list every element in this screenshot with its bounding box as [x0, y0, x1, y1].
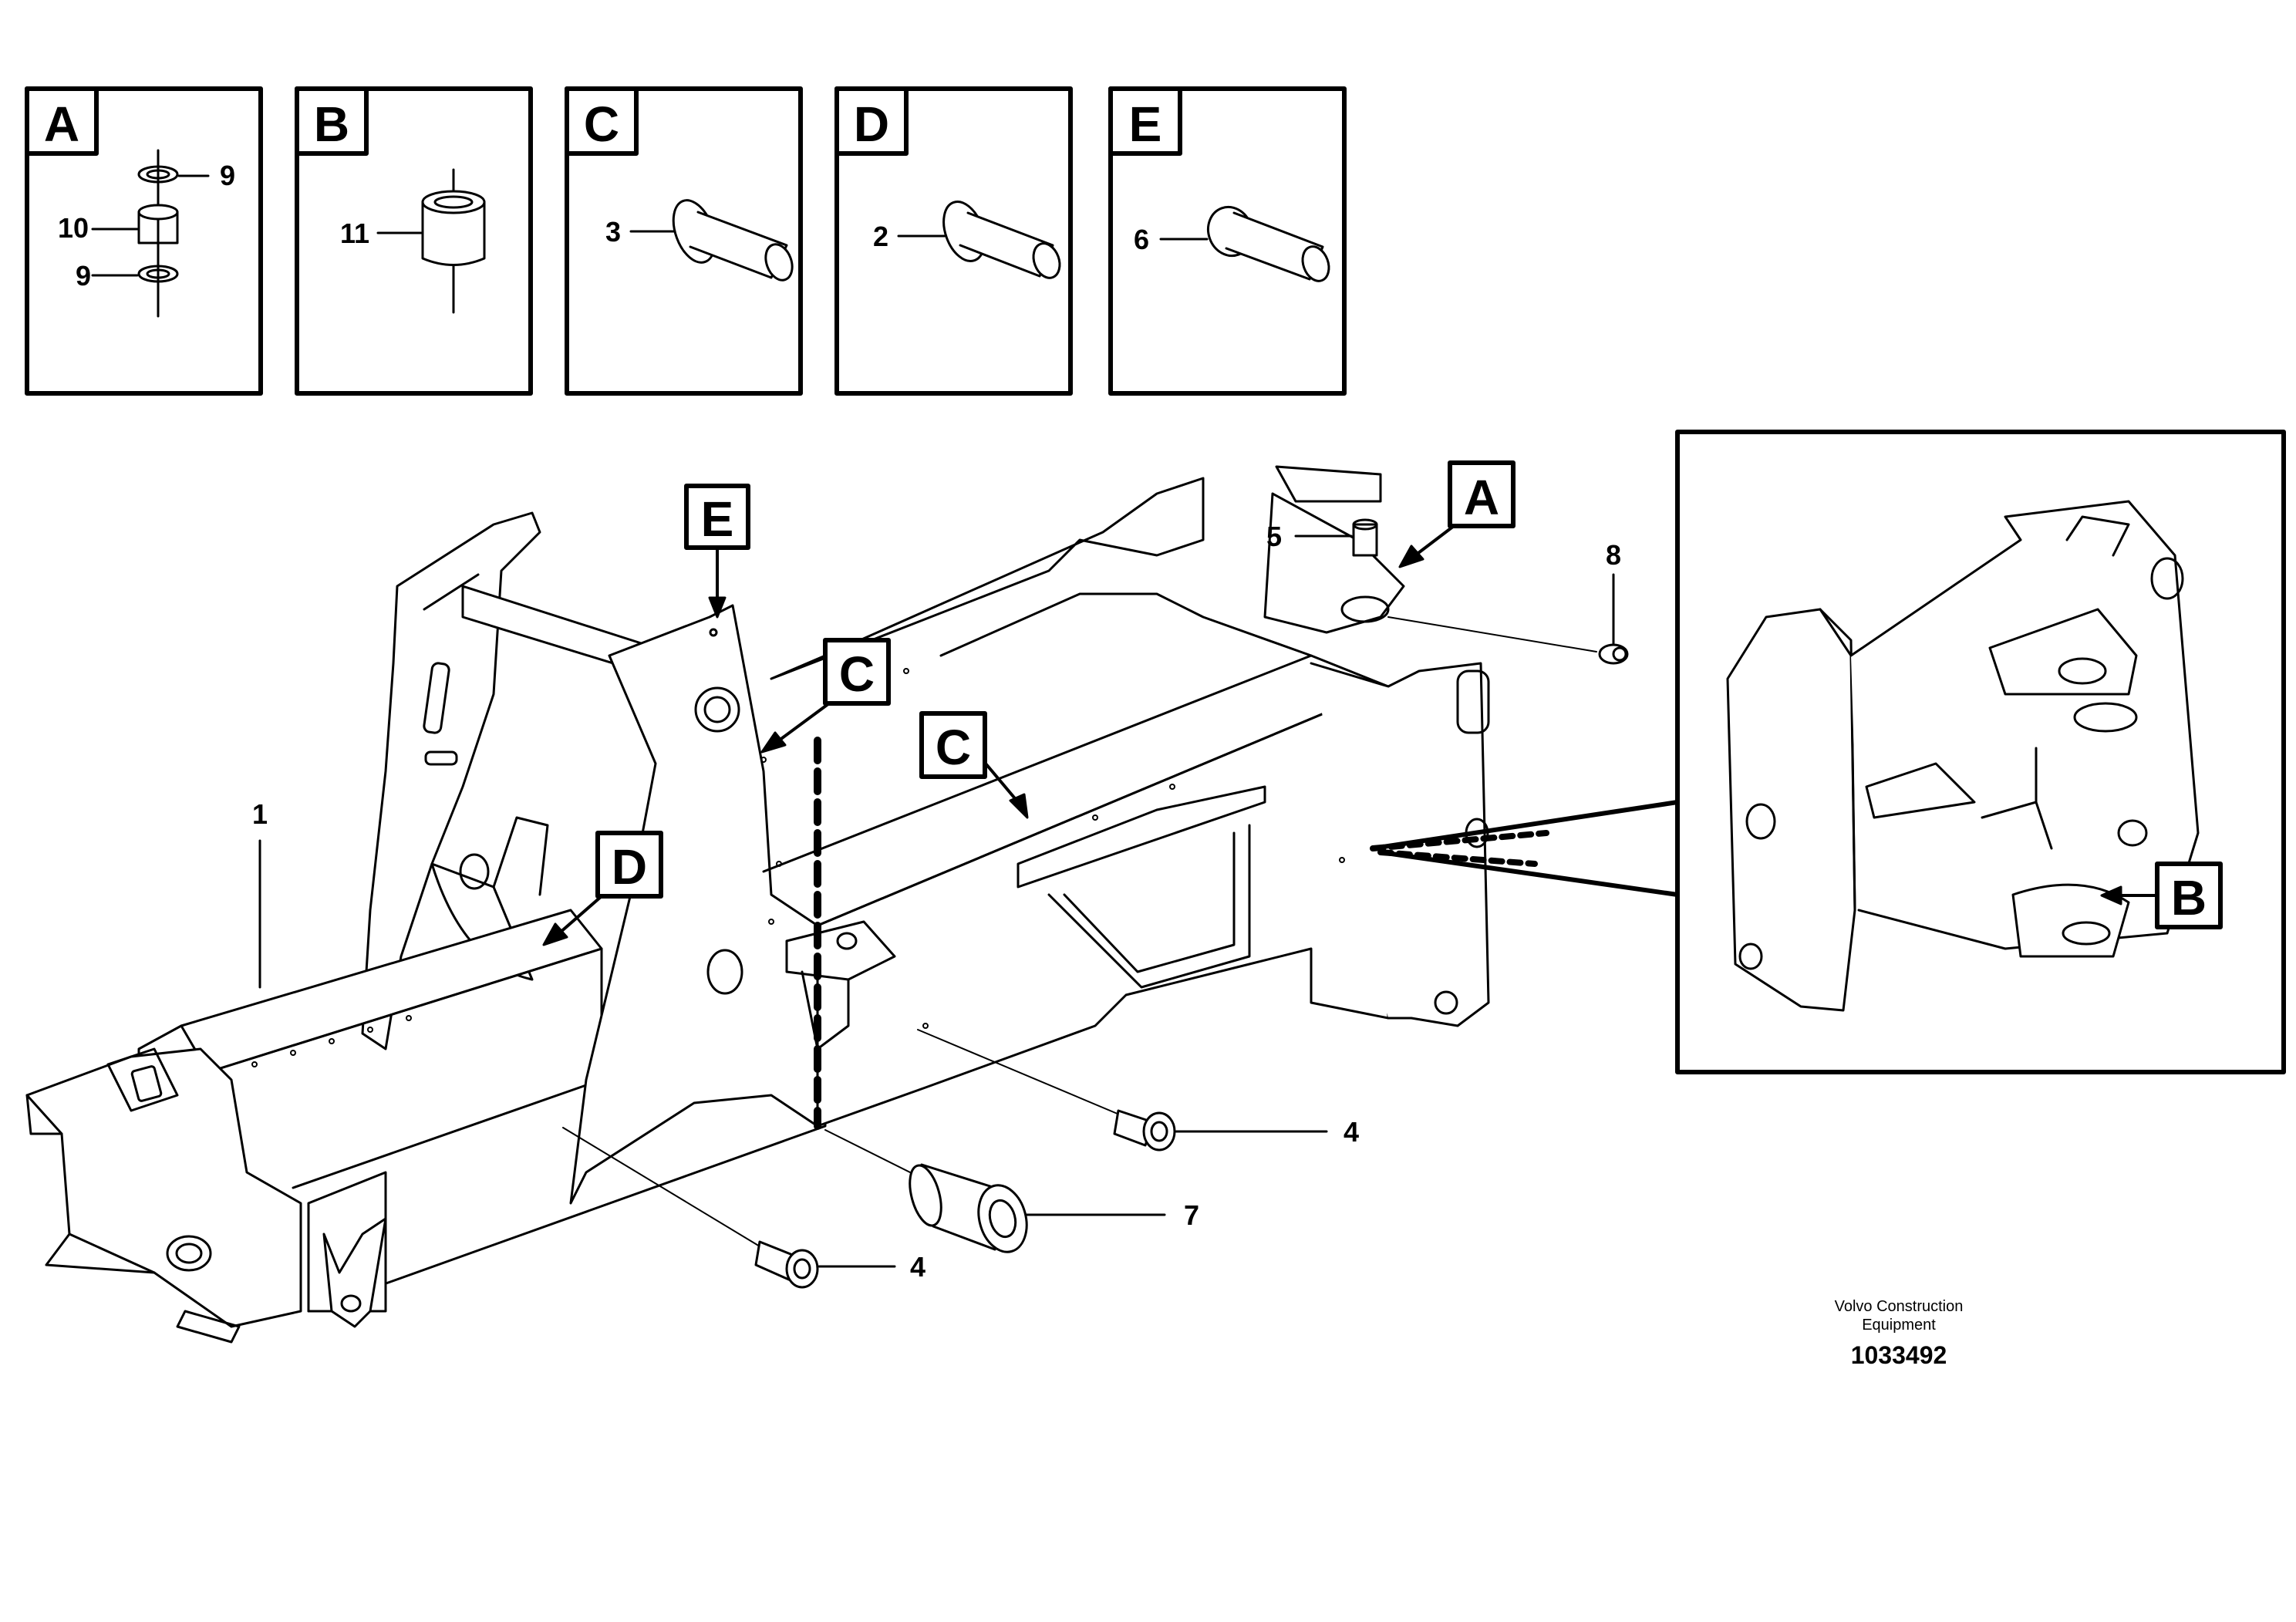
detail-panel-c: C 3: [565, 86, 803, 396]
tag-c-lower: C: [936, 720, 971, 775]
callout-1: 1: [252, 798, 268, 830]
callout-8: 8: [1606, 539, 1621, 571]
callout-7: 7: [1184, 1199, 1199, 1231]
company-line-2: Equipment: [1862, 1317, 1936, 1334]
company-line-1: Volvo Construction: [1835, 1298, 1964, 1315]
panel-letter: D: [854, 96, 889, 152]
panel-letter: A: [44, 96, 79, 152]
callout-2: 2: [873, 221, 888, 252]
callout-4-right: 4: [1344, 1116, 1359, 1148]
drawing-number: 1033492: [1851, 1341, 1947, 1369]
tag-c-upper: C: [839, 646, 875, 702]
callout-9-top: 9: [220, 160, 235, 191]
callout-6: 6: [1134, 224, 1149, 255]
detail-panel-a: A 9 10 9: [25, 86, 263, 396]
callout-3: 3: [605, 216, 621, 248]
detail-panel-d: D 2: [834, 86, 1073, 396]
callout-10: 10: [58, 212, 89, 244]
callout-9-bottom: 9: [76, 260, 91, 292]
detail-panel-e: E 6: [1108, 86, 1347, 396]
detail-panel-b: B 11: [295, 86, 533, 396]
tag-b: B: [2171, 870, 2207, 926]
tag-d: D: [612, 839, 647, 895]
panel-letter: E: [1129, 96, 1162, 152]
callout-5: 5: [1266, 521, 1282, 552]
panel-letter: C: [584, 96, 619, 152]
inset-view: [1675, 430, 2286, 1074]
callout-4-left: 4: [910, 1251, 925, 1283]
tag-a: A: [1464, 470, 1499, 525]
front-frame-drawing: [25, 465, 1490, 1344]
tag-e: E: [701, 491, 734, 547]
callout-11: 11: [340, 218, 369, 249]
panel-letter: B: [314, 96, 349, 152]
